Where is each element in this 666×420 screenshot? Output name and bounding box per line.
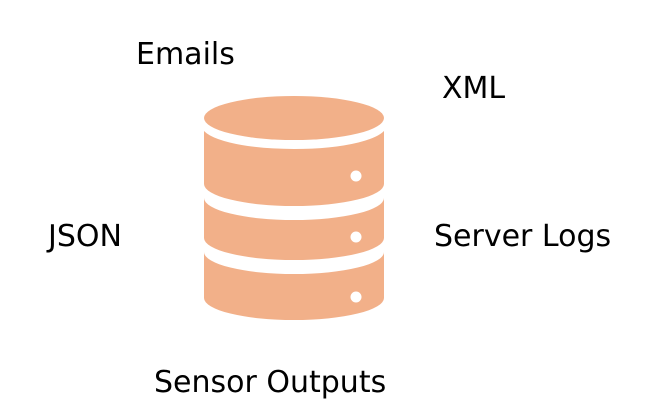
database-middle-segment [204, 198, 384, 260]
label-json: JSON [48, 219, 122, 254]
label-server-logs: Server Logs [434, 219, 612, 254]
label-emails: Emails [136, 37, 235, 72]
database-icon [201, 96, 387, 320]
database-lid-edge [201, 123, 387, 149]
label-xml: XML [442, 71, 506, 106]
indicator-dot-top [350, 170, 362, 182]
database-bottom-segment [204, 252, 384, 320]
database-lid [204, 96, 384, 140]
database-cylinder [201, 96, 387, 320]
indicator-dot-bottom [350, 291, 362, 303]
indicator-dot-middle [350, 231, 362, 243]
label-sensor-outputs: Sensor Outputs [154, 365, 387, 400]
